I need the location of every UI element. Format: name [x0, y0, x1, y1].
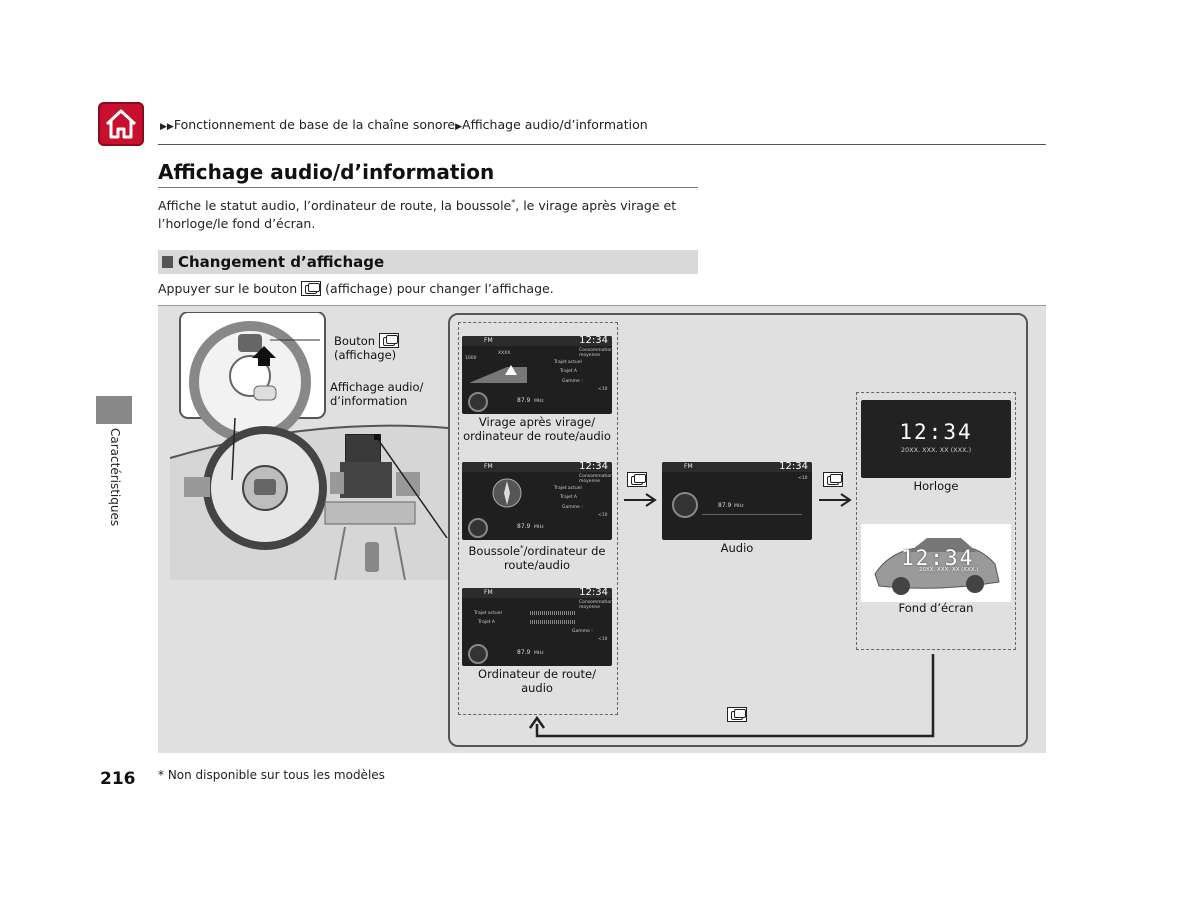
home-icon [98, 102, 144, 146]
footnote: * Non disponible sur tous les modèles [158, 768, 385, 782]
display-button-icon [627, 472, 647, 487]
wallpaper-caption: Fond d’écran [861, 601, 1011, 615]
display-button-icon [823, 472, 843, 487]
bouton-label: Bouton [334, 333, 399, 348]
page-description: Affiche le statut audio, l’ordinateur de… [158, 194, 703, 233]
display-button-icon [301, 281, 321, 296]
breadcrumb-arrow-icon: ▶▶ [160, 122, 174, 132]
display-button-icon [727, 707, 747, 722]
arrow-right-icon [622, 492, 660, 508]
dashboard-illustration [170, 312, 450, 580]
return-arrow [527, 652, 939, 742]
side-tab-label: Caractéristiques [108, 428, 122, 526]
display-label: Affichage audio/ d’information [330, 380, 423, 408]
page-title: Affichage audio/d’information [158, 160, 494, 184]
screen-audio: FM 12:34 <10 87.9 MHz [662, 462, 812, 540]
home-button[interactable] [98, 102, 144, 146]
arrow-right-icon [817, 492, 855, 508]
screen1-caption: Virage après virage/ ordinateur de route… [458, 415, 616, 443]
audio-caption: Audio [662, 541, 812, 555]
breadcrumb-arrow-icon: ▶ [455, 122, 462, 132]
breadcrumb-current: Affichage audio/d’information [462, 117, 648, 132]
breadcrumb-link-audio-basics[interactable]: Fonctionnement de base de la chaîne sono… [174, 117, 455, 132]
section-title: Changement d’affichage [178, 253, 384, 271]
title-divider [158, 187, 698, 188]
clock-caption: Horloge [861, 479, 1011, 493]
screen-turn-by-turn: FM 12:34 1000 XXXX Trajet actuel Trajet … [462, 336, 612, 414]
affichage-label: (affichage) [334, 348, 396, 362]
header-divider [158, 144, 1046, 145]
section-square-icon [162, 256, 173, 268]
instruction-text: Appuyer sur le bouton (affichage) pour c… [158, 281, 554, 296]
page-number: 216 [100, 769, 136, 789]
compass-icon [490, 476, 524, 510]
screen2-caption: Boussole*/ordinateur de route/audio [458, 541, 616, 572]
route-arrow-graphic [467, 361, 537, 385]
breadcrumb: ▶▶Fonctionnement de base de la chaîne so… [160, 117, 648, 132]
screen-clock: 12:34 20XX. XXX. XX (XXX.) [861, 400, 1011, 478]
screen-wallpaper: 12:34 20XX. XXX. XX (XXX.) [861, 524, 1011, 602]
side-tab-marker[interactable] [96, 396, 132, 424]
display-button-icon [379, 333, 399, 348]
screen-compass: FM 12:34 Trajet actuel Trajet A Consomma… [462, 462, 612, 540]
